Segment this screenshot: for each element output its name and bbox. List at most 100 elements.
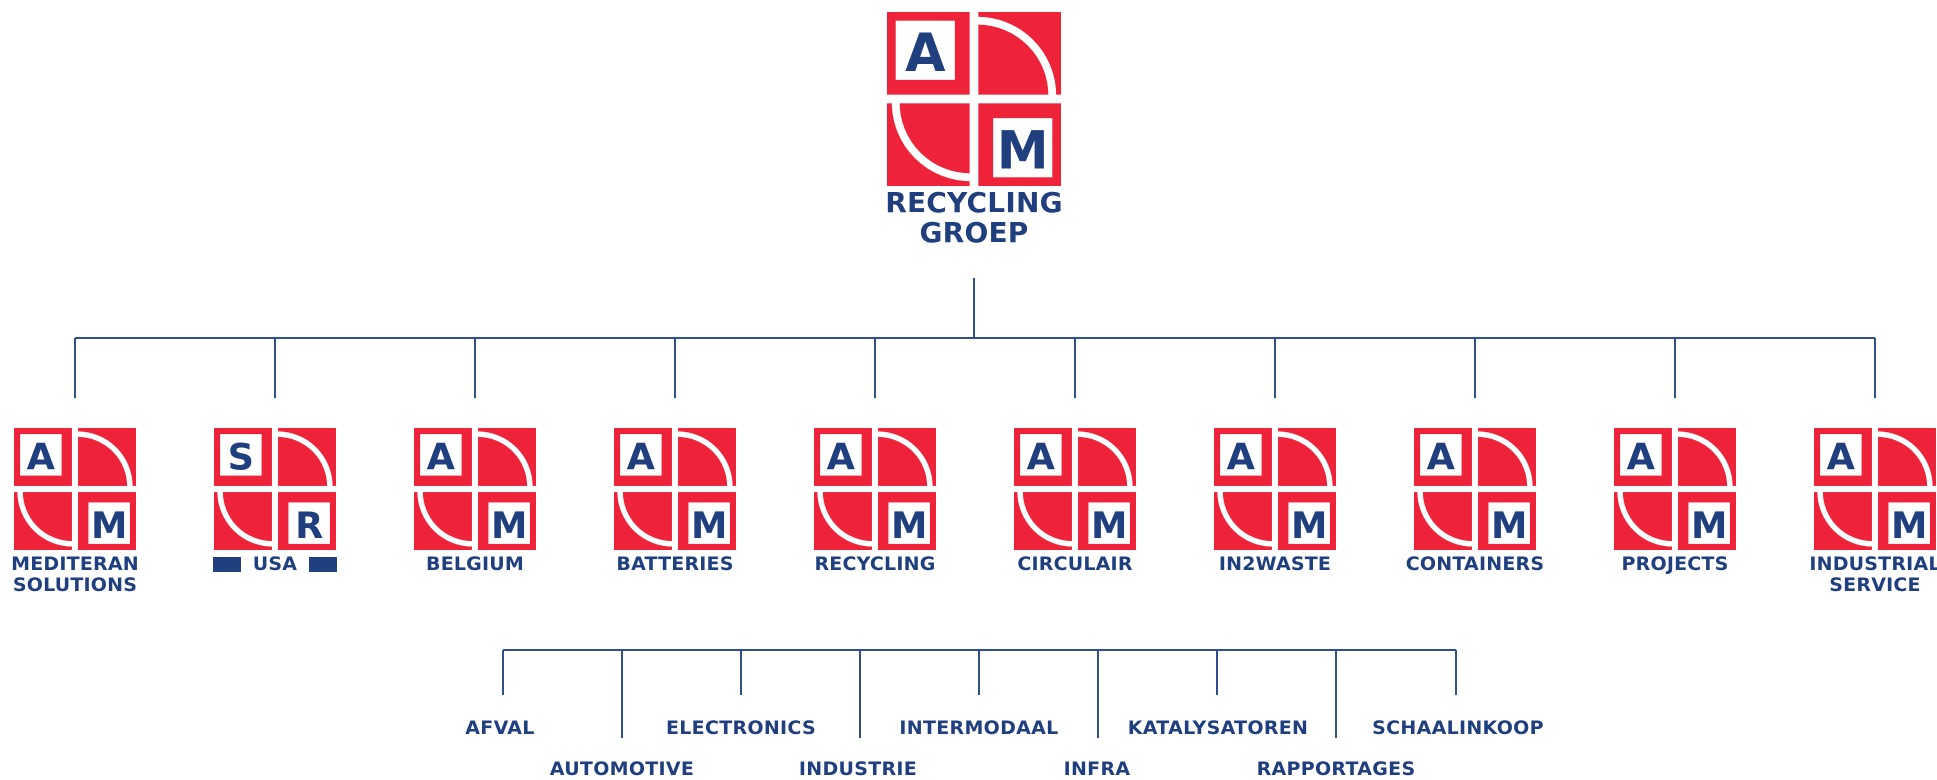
logo-letter-top: A — [827, 435, 856, 478]
logo-letter-bottom: M — [91, 504, 127, 547]
logo-box-bottom-right — [88, 502, 130, 544]
root-caption-line2: GROEP — [919, 216, 1029, 249]
logo-box-top-left — [1220, 434, 1262, 476]
division-logo: AM — [1614, 428, 1736, 550]
logo-divider-v — [1071, 428, 1079, 550]
logo-arc-bottom-left — [617, 491, 673, 547]
division-caption-line2: SERVICE — [1829, 574, 1921, 596]
sub-unit-label: KATALYSATOREN — [1127, 717, 1309, 739]
logo-letter-top: S — [228, 435, 254, 478]
logo-arc-bottom-left — [17, 491, 73, 547]
division-logo: SR — [214, 428, 336, 550]
sub-unit-label: AFVAL — [465, 717, 535, 739]
division-caption-line1: BELGIUM — [426, 553, 524, 575]
division-caption: CONTAINERS — [1385, 554, 1565, 575]
division-logo: AM — [1214, 428, 1336, 550]
logo-letter-top: A — [27, 435, 56, 478]
logo-box-top-left — [895, 20, 955, 80]
logo-letter-top: A — [1827, 435, 1856, 478]
sub-unit-label: RAPPORTAGES — [1256, 758, 1416, 780]
logo-divider-v — [1871, 428, 1879, 550]
sub-unit-label: SCHAALINKOOP — [1372, 717, 1544, 739]
sub-unit-label: INFRA — [1063, 758, 1131, 780]
division-caption-line1: USA — [185, 554, 365, 575]
logo-letter-bottom: M — [1691, 504, 1727, 547]
logo-arc-top-right — [1077, 431, 1133, 487]
division-caption: RECYCLING — [785, 554, 965, 575]
division-logo: AM — [614, 428, 736, 550]
division-caption-line1: MEDITERAN — [11, 553, 139, 575]
logo-letter-top: A — [1227, 435, 1256, 478]
division-caption: BATTERIES — [585, 554, 765, 575]
division-caption-line1: PROJECTS — [1621, 553, 1729, 575]
root-caption: RECYCLING GROEP — [860, 188, 1088, 248]
logo-letter-bottom: M — [997, 122, 1049, 182]
logo-arc-top-right — [677, 431, 733, 487]
logo-arc-top-right — [1477, 431, 1533, 487]
logo-box-bottom-right — [888, 502, 930, 544]
logo-letter-bottom: M — [891, 504, 927, 547]
logo-letter-bottom: M — [1891, 504, 1927, 547]
logo-arc-top-right — [1877, 431, 1933, 487]
division-caption-line1: RECYCLING — [814, 553, 936, 575]
division-logo: AM — [14, 428, 136, 550]
logo-letter-top: A — [1027, 435, 1056, 478]
logo-letter-bottom: M — [1091, 504, 1127, 547]
logo-box-bottom-right — [288, 502, 330, 544]
logo-box-top-left — [820, 434, 862, 476]
logo-box-bottom-right — [993, 118, 1053, 178]
logo-box-top-left — [1820, 434, 1862, 476]
caption-bar-left — [212, 557, 241, 572]
division-caption: PROJECTS — [1585, 554, 1765, 575]
logo-letter-top: A — [427, 435, 456, 478]
logo-arc-top-right — [77, 431, 133, 487]
logo-letter-bottom: M — [1291, 504, 1327, 547]
logo-divider-v — [871, 428, 879, 550]
logo-box-top-left — [1020, 434, 1062, 476]
division-logo: AM — [1414, 428, 1536, 550]
sub-unit-label: INDUSTRIE — [798, 758, 918, 780]
logo-letter-top: A — [627, 435, 656, 478]
logo-box-top-left — [1620, 434, 1662, 476]
logo-arc-bottom-left — [817, 491, 873, 547]
division-caption-line1: CIRCULAIR — [1017, 553, 1133, 575]
logo-arc-bottom-left — [1417, 491, 1473, 547]
logo-arc-top-right — [1277, 431, 1333, 487]
logo-letter-bottom: M — [491, 504, 527, 547]
logo-letter-top: A — [1627, 435, 1656, 478]
logo-arc-bottom-left — [1017, 491, 1073, 547]
division-caption-line1: IN2WASTE — [1218, 553, 1332, 575]
logo-arc-bottom-left — [217, 491, 273, 547]
logo-arc-top-right — [877, 431, 933, 487]
logo-arc-bottom-left — [417, 491, 473, 547]
division-caption: USA — [185, 554, 365, 575]
logo-divider-v — [71, 428, 79, 550]
logo-box-top-left — [420, 434, 462, 476]
logo-box-bottom-right — [1688, 502, 1730, 544]
logo-divider-v — [1471, 428, 1479, 550]
sub-unit-label: INTERMODAAL — [899, 717, 1059, 739]
logo-box-top-left — [1420, 434, 1462, 476]
logo-divider-v — [271, 428, 279, 550]
root-caption-line1: RECYCLING — [885, 186, 1063, 219]
logo-arc-top-right — [277, 431, 333, 487]
logo-divider-v — [471, 428, 479, 550]
division-logo: AM — [414, 428, 536, 550]
logo-box-bottom-right — [1488, 502, 1530, 544]
logo-box-bottom-right — [1088, 502, 1130, 544]
logo-box-bottom-right — [688, 502, 730, 544]
logo-letter-bottom: M — [1491, 504, 1527, 547]
logo-letter-top: A — [1427, 435, 1456, 478]
division-logo: AM — [814, 428, 936, 550]
logo-arc-top-right — [1677, 431, 1733, 487]
root-logo: AM — [887, 12, 1061, 186]
division-caption-line1: INDUSTRIAL — [1809, 553, 1937, 575]
logo-letter-top: A — [905, 24, 946, 84]
logo-arc-bottom-left — [1617, 491, 1673, 547]
division-logo: AM — [1014, 428, 1136, 550]
division-logo: AM — [1814, 428, 1936, 550]
division-caption-line1: BATTERIES — [616, 553, 734, 575]
